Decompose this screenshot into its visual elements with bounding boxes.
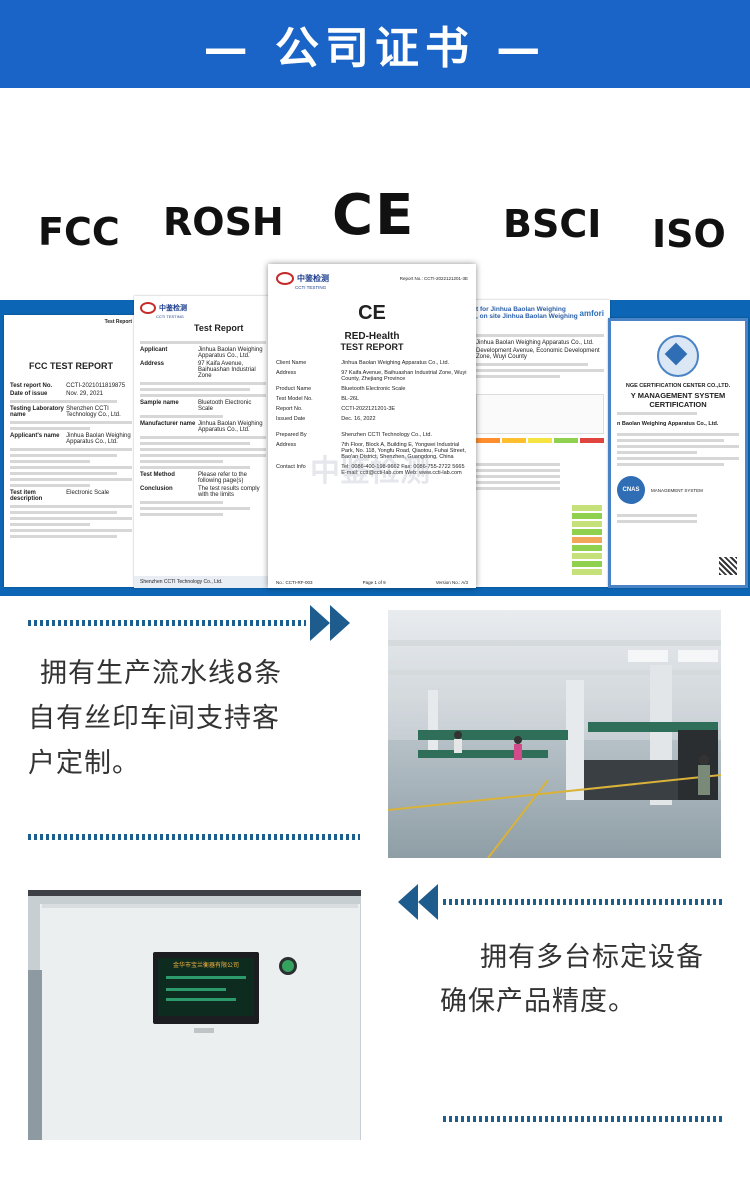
- ccti-logo-icon: [140, 302, 156, 314]
- cnas-badge-icon: CNAS: [617, 476, 645, 504]
- section1-caption-line1: 拥有生产流水线8条: [40, 658, 283, 689]
- section1-caption-line3: 户定制。: [28, 748, 140, 779]
- calibration-equipment-photo: 金华市宝兰衡器有限公司: [28, 890, 361, 1140]
- fcc-row: Test report No.CCTI-2021011819875: [10, 383, 126, 389]
- bsci-grade-bar: [476, 438, 604, 443]
- ce-title-2: TEST REPORT: [340, 342, 404, 352]
- calibration-cabinet-image: [28, 890, 361, 1140]
- bsci-audit-report: t for Jinhua Baolan Weighing , on site J…: [470, 300, 610, 587]
- certification-emblem-icon: [657, 335, 699, 377]
- arrow-right-icon: [330, 605, 350, 641]
- section1-caption-line2: 自有丝印车间支持客: [28, 703, 280, 734]
- iso-title-1: Y MANAGEMENT SYSTEM: [630, 391, 726, 400]
- rosh-brand: 中鉴检测: [159, 305, 187, 312]
- control-screen-text: 金华市宝兰衡器有限公司: [172, 962, 239, 969]
- iso-certificate: NGE CERTIFICATION CENTER CO.,LTD. Y MANA…: [608, 318, 748, 588]
- ce-test-report: 中鉴检测 Report No.: CCTI-2022121201-3E CCTI…: [268, 264, 476, 588]
- ce-brand: 中鉴检测: [297, 274, 329, 283]
- rosh-title: Test Report: [194, 323, 244, 333]
- factory-floor-photo: [388, 610, 721, 858]
- page-header: — 公司证书 —: [0, 0, 750, 88]
- iso-footer: MANAGEMENT SYSTEM: [651, 487, 703, 493]
- dotted-divider: [28, 620, 306, 626]
- dotted-divider: [443, 1116, 723, 1122]
- dotted-divider: [28, 834, 360, 840]
- dotted-divider: [443, 899, 723, 905]
- iso-title-2: CERTIFICATION: [649, 400, 707, 409]
- cert-label-fcc: FCC: [38, 210, 120, 254]
- ce-row: Test Model No.BL-26L: [276, 396, 360, 402]
- rosh-footer: Shenzhen CCTI Technology Co., Ltd.: [134, 576, 272, 588]
- iso-org: NGE CERTIFICATION CENTER CO.,LTD.: [625, 383, 731, 389]
- section2-caption-line1: 拥有多台标定设备: [480, 942, 704, 973]
- iso-company: n Baolan Weighing Apparatus Co., Ltd.: [617, 421, 719, 427]
- ce-title-1: RED-Health: [344, 331, 400, 342]
- ce-watermark: 中鉴检测: [310, 455, 430, 488]
- cert-label-bsci: BSCI: [503, 202, 602, 246]
- bsci-row: Jinhua Baolan Weighing Apparatus Co., Lt…: [476, 340, 594, 346]
- ce-mark: CE: [358, 302, 386, 324]
- cert-label-iso: ISO: [652, 212, 726, 256]
- ce-footer: No.: CCTI-RF-003 Page 1 of 9 Version No.…: [276, 580, 468, 585]
- fcc-title: FCC TEST REPORT: [28, 361, 113, 371]
- bsci-headline: t for Jinhua Baolan Weighing: [476, 306, 566, 313]
- cert-label-rosh: ROSH: [163, 200, 284, 244]
- arrow-left-icon: [398, 884, 418, 920]
- qr-code-icon: [719, 557, 737, 575]
- rosh-brand-sub: CCTI TESTING: [156, 314, 184, 319]
- ce-report-no-top: Report No.: CCTI-2022121201-3E: [399, 276, 468, 281]
- amfori-logo: amfori: [579, 308, 604, 318]
- arrow-right-icon: [310, 605, 330, 641]
- fcc-test-report: Test Report FCC TEST REPORT Test report …: [4, 315, 138, 587]
- fcc-corner-label: Test Report: [104, 319, 132, 325]
- page-title: — 公司证书 —: [203, 23, 547, 74]
- ce-row: Report No.CCTI-2022121201-3E: [276, 406, 396, 412]
- ce-brand-sub: CCTI TESTING: [295, 285, 327, 290]
- bsci-headline-2: , on site Jinhua Baolan Weighing: [476, 313, 578, 320]
- ccti-logo-icon: [276, 272, 294, 285]
- section2-caption-line2: 确保产品精度。: [440, 986, 636, 1017]
- bsci-grade-column: [572, 505, 602, 577]
- bsci-row: Development Avenue, Economic Development…: [476, 348, 600, 360]
- factory-floor-image: [388, 610, 721, 858]
- arrow-left-icon: [418, 884, 438, 920]
- cert-label-ce: CE: [332, 183, 416, 248]
